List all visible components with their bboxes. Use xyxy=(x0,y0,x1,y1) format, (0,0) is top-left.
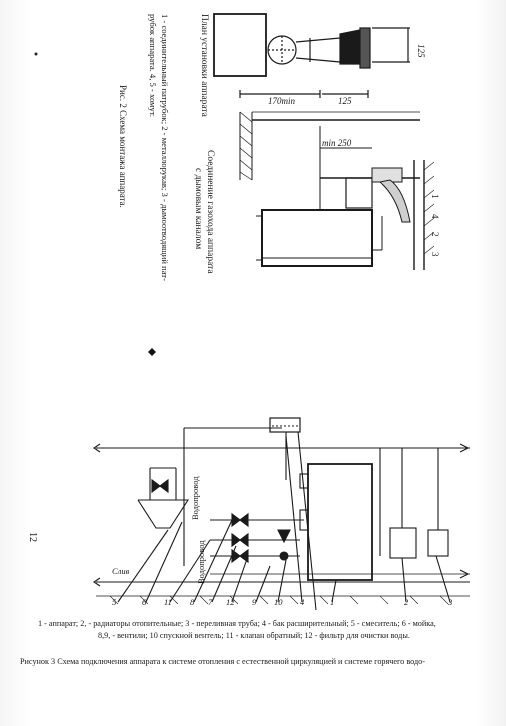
heating-schematic xyxy=(93,417,470,611)
callout-1: 1 xyxy=(330,597,334,607)
callout-2: 2 xyxy=(404,597,409,607)
fig3-legend-line-1: 1 - аппарат; 2, - радиаторы отопительные… xyxy=(38,619,436,628)
fig3-legend-line-2: 8,9, - вентили; 10 спускной вентель; 11 … xyxy=(98,631,410,640)
callout-4: 4 xyxy=(300,597,305,607)
plan-view xyxy=(213,13,410,98)
callout-10: 10 xyxy=(274,597,283,607)
callout-8: 8 xyxy=(190,597,195,607)
callout-11: 11 xyxy=(164,597,172,607)
dim-170min: 170min xyxy=(268,96,296,106)
callout-7: 7 xyxy=(208,597,213,607)
callout-12: 12 xyxy=(226,597,235,607)
page-number: 12 xyxy=(27,532,38,542)
callout-9: 9 xyxy=(252,597,257,607)
fig2-title: План установки аппарата xyxy=(199,14,209,118)
dim-125-horizontal: 125 xyxy=(338,96,352,106)
part-label-1: 1 xyxy=(430,194,440,199)
fig2-legend-2: рубок аппарата. 4, 5 - хомут. xyxy=(148,14,158,117)
fig2-legend-1: 1 - соединительный патрубок; 2 - металло… xyxy=(160,14,170,281)
fig2-subtitle-1: Соединение газохода аппарата xyxy=(205,150,215,274)
fig3-caption: Рисунок 3 Схема подключения аппарата к с… xyxy=(20,657,425,666)
fig2-subtitle-2: с дымовым каналом xyxy=(193,168,203,249)
callout-3: 3 xyxy=(447,597,452,607)
part-label-4: 4 xyxy=(430,214,440,219)
part-label-2: 2 xyxy=(430,232,440,237)
label-vodoprovod-1: Водопровод xyxy=(190,476,200,520)
part-label-3: 3 xyxy=(430,252,440,257)
callout-5: 5 xyxy=(112,597,116,607)
fig2-caption: Рис. 2 Схема монтажа аппарата. xyxy=(118,85,128,208)
label-vodoprovod-2: Водопровод xyxy=(196,540,206,584)
flue-section xyxy=(239,111,435,270)
label-slip: Слив xyxy=(112,566,130,576)
callout-6: 6 xyxy=(142,597,147,607)
dim-125-vertical: 125 xyxy=(416,44,426,58)
dim-min250: min 250 xyxy=(322,138,352,148)
